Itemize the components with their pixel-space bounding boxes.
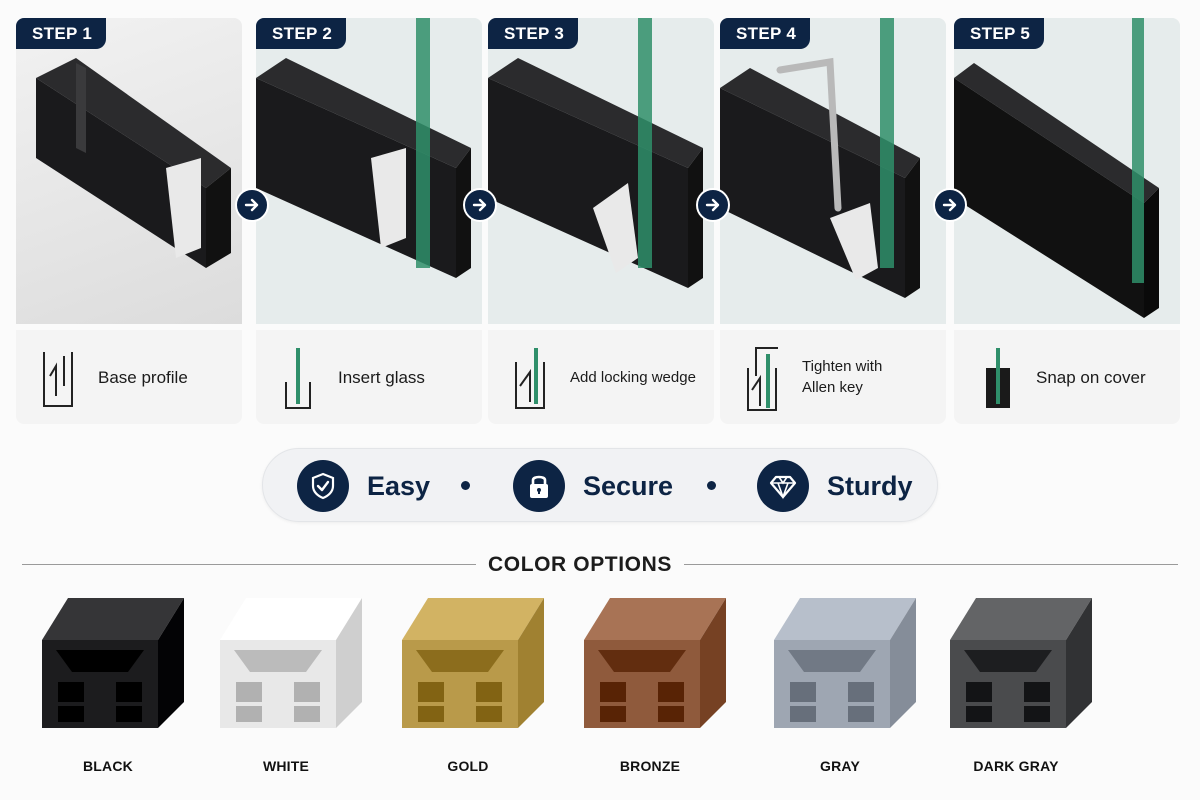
step-4-label-line2: Allen key (802, 379, 863, 396)
step-5-card: STEP 5 Snap on cover (954, 18, 1180, 424)
color-swatch-gray[interactable] (760, 592, 920, 732)
color-options-header: COLOR OPTIONS (0, 550, 1200, 580)
step-3-caption: Add locking wedge (488, 330, 714, 424)
profile-section-icon (950, 598, 1092, 728)
next-arrow-icon (235, 188, 269, 222)
step-5-badge: STEP 5 (954, 18, 1045, 49)
color-swatch-bronze[interactable] (570, 592, 730, 732)
step-4-badge: STEP 4 (720, 18, 811, 49)
color-swatch-label: GOLD (447, 758, 489, 774)
step-3-card: STEP 3 Add locking wedge (488, 18, 714, 424)
feature-sturdy: Sturdy (757, 460, 913, 512)
locking-wedge-diagram-icon (515, 348, 545, 409)
separator-dot (707, 481, 716, 490)
step-3-photo (488, 18, 714, 324)
diamond-icon (757, 460, 809, 512)
step-1-badge: STEP 1 (16, 18, 107, 49)
step-4-label-line1: Tighten with (802, 358, 883, 375)
step-1-card: STEP 1 Base profile (16, 18, 242, 424)
color-swatch-label: BLACK (83, 758, 133, 774)
step-1-caption: Base profile (16, 330, 242, 424)
step-4-card: STEP 4 Tighten with Allen key (720, 18, 946, 424)
color-swatch-gold[interactable] (388, 592, 548, 732)
profile-section-icon (584, 598, 726, 728)
next-arrow-icon (696, 188, 730, 222)
step-4-photo (720, 18, 946, 324)
profile-section-icon (42, 598, 184, 728)
profile-section-icon (220, 598, 362, 728)
step-2-badge: STEP 2 (256, 18, 347, 49)
step-5-label: Snap on cover (1036, 367, 1146, 387)
step-5-photo (954, 18, 1180, 324)
step-2-caption: Insert glass (256, 330, 482, 424)
shield-check-icon (297, 460, 349, 512)
divider (684, 564, 1178, 565)
step-3-badge: STEP 3 (488, 18, 579, 49)
feature-secure: Secure (513, 460, 673, 512)
feature-easy: Easy (297, 460, 430, 512)
profile-section-icon (402, 598, 544, 728)
feature-secure-label: Secure (583, 470, 674, 501)
padlock-icon (513, 460, 565, 512)
color-swatch-label: GRAY (820, 758, 860, 774)
step-1-photo (16, 18, 242, 324)
color-swatch-label: BRONZE (619, 758, 681, 774)
next-arrow-icon (463, 188, 497, 222)
feature-sturdy-label: Sturdy (827, 470, 913, 501)
step-5-caption: Snap on cover (954, 330, 1180, 424)
step-4-label: Tighten with Allen key (802, 330, 882, 424)
feature-easy-label: Easy (367, 470, 431, 501)
color-options-title: COLOR OPTIONS (488, 553, 672, 576)
color-swatch-label: WHITE (262, 758, 310, 774)
step-4-caption: Tighten with Allen key (720, 330, 946, 424)
step-1-label: Base profile (98, 367, 188, 387)
separator-dot (461, 481, 470, 490)
divider (22, 564, 476, 565)
snap-cover-diagram-icon (986, 348, 1010, 408)
color-swatch-white[interactable] (206, 592, 366, 732)
insert-glass-diagram-icon (285, 348, 311, 409)
step-2-photo (256, 18, 482, 324)
allen-key-diagram-icon (747, 347, 778, 411)
base-profile-diagram-icon (43, 352, 73, 407)
profile-section-icon (774, 598, 916, 728)
color-swatch-label: DARK GRAY (973, 758, 1059, 774)
step-2-card: STEP 2 Insert glass (256, 18, 482, 424)
color-swatch-black[interactable] (28, 592, 188, 732)
step-2-label: Insert glass (338, 367, 425, 387)
step-3-label: Add locking wedge (570, 368, 696, 386)
color-swatch-dark-gray[interactable] (936, 592, 1096, 732)
next-arrow-icon (933, 188, 967, 222)
features-bar: Easy Secure Sturdy (262, 448, 938, 522)
